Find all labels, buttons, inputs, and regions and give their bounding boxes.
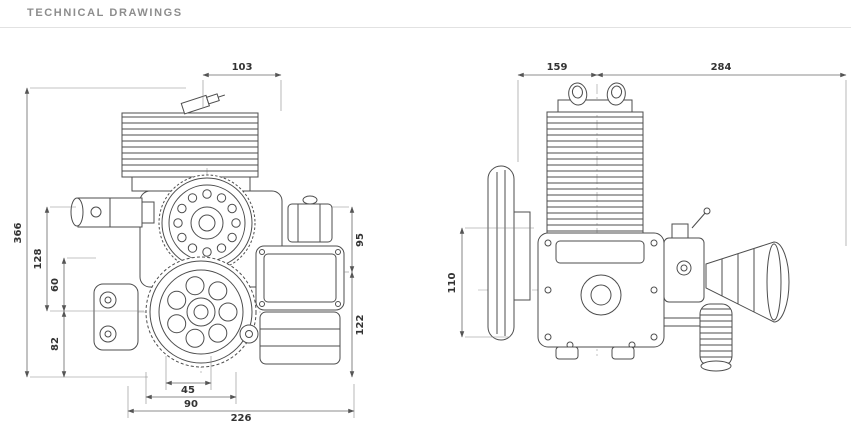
page-header: TECHNICAL DRAWINGS xyxy=(0,0,851,28)
mount-bracket xyxy=(93,283,139,351)
dim-label-122: 122 xyxy=(355,315,366,336)
side-view-dimensions: 103 366 128 60 82 95 122 45 90 226 xyxy=(13,62,366,424)
dim-label-226: 226 xyxy=(231,413,252,424)
carburetor-side xyxy=(70,197,155,228)
air-filter-cone xyxy=(705,241,790,323)
page-title: TECHNICAL DRAWINGS xyxy=(27,7,183,19)
front-view-dimensions: 159 284 110 xyxy=(447,62,847,338)
engine-side-view xyxy=(70,93,345,375)
exhaust-ports xyxy=(568,82,626,106)
dim-label-284: 284 xyxy=(711,62,732,73)
dim-label-159: 159 xyxy=(547,62,568,73)
flywheel xyxy=(487,165,531,341)
exhaust-port-left xyxy=(568,82,588,106)
crankcase-front xyxy=(537,232,665,360)
dim-label-103: 103 xyxy=(232,62,253,73)
front-view-extension-lines xyxy=(465,80,847,338)
muffler-can xyxy=(664,303,733,372)
carburetor-front xyxy=(663,207,711,303)
dim-label-90: 90 xyxy=(184,399,198,410)
dim-label-110: 110 xyxy=(447,273,458,294)
cam-gear xyxy=(158,174,256,272)
dim-label-128: 128 xyxy=(33,249,44,270)
dim-label-45: 45 xyxy=(181,385,195,396)
engine-front-view xyxy=(478,82,790,372)
drive-gear xyxy=(145,256,257,368)
dim-label-82: 82 xyxy=(50,337,61,351)
idler-roller xyxy=(239,324,259,344)
cam-gear-holes xyxy=(173,189,241,257)
dim-label-95: 95 xyxy=(355,233,366,247)
dim-label-60: 60 xyxy=(50,278,61,292)
cylinder-front xyxy=(546,99,644,234)
exhaust-port-right xyxy=(606,82,626,106)
dim-label-366: 366 xyxy=(13,223,24,244)
exhaust-assembly-side xyxy=(255,195,345,365)
drive-gear-holes xyxy=(167,276,238,348)
spark-plug xyxy=(180,93,225,115)
